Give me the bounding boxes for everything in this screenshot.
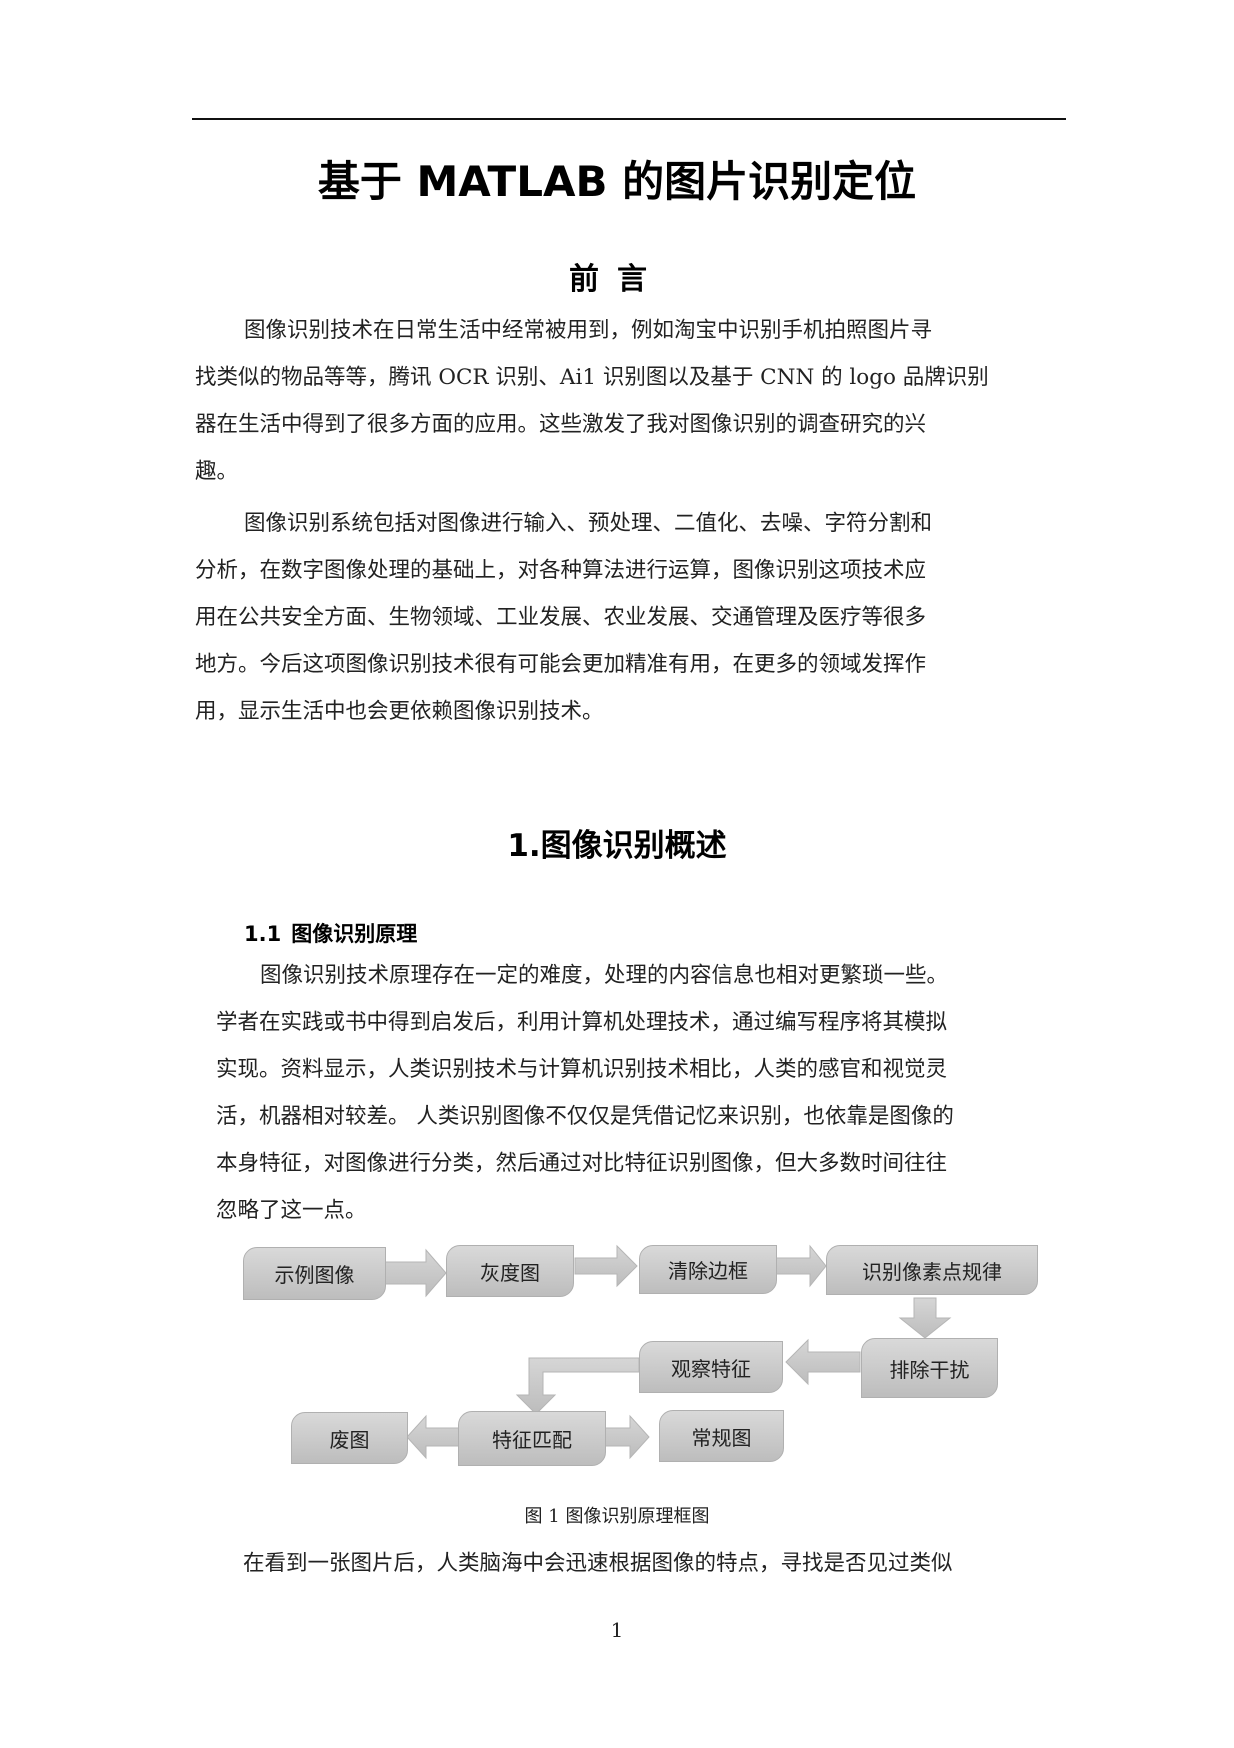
flow-node-remove-noise: 排除干扰 xyxy=(861,1338,998,1398)
arrow-left-icon xyxy=(785,1338,861,1386)
text-line: 找类似的物品等等，腾讯 OCR 识别、Ai1 识别图以及基于 CNN 的 log… xyxy=(195,365,989,390)
text-line: 器在生活中得到了很多方面的应用。这些激发了我对图像识别的调查研究的兴 xyxy=(195,412,927,437)
document-title: 基于 MATLAB 的图片识别定位 xyxy=(317,157,917,206)
arrow-right-icon xyxy=(775,1244,827,1288)
flow-node-sample-image: 示例图像 xyxy=(243,1247,386,1300)
flow-node-regular-image: 常规图 xyxy=(659,1410,784,1462)
arrow-right-icon xyxy=(574,1244,638,1288)
flow-node-waste-image: 废图 xyxy=(291,1412,408,1464)
figure-caption: 图 1 图像识别原理框图 xyxy=(524,1506,710,1527)
subsection-heading-1-1: 1.1 图像识别原理 xyxy=(244,918,417,948)
flow-node-grayscale: 灰度图 xyxy=(446,1245,574,1297)
text-line: 学者在实践或书中得到启发后，利用计算机处理技术，通过编写程序将其模拟 xyxy=(216,1010,948,1035)
preface-paragraph-1: 图像识别技术在日常生活中经常被用到，例如淘宝中识别手机拍照图片寻 找类似的物品等… xyxy=(195,307,989,495)
flow-node-pixel-pattern: 识别像素点规律 xyxy=(826,1245,1038,1295)
continuation-text-line: 在看到一张图片后，人类脑海中会迅速根据图像的特点，寻找是否见过类似 xyxy=(243,1551,953,1576)
section-heading-1: 1.图像识别概述 xyxy=(507,828,727,864)
flow-node-clear-border: 清除边框 xyxy=(639,1245,777,1294)
page-number: 1 xyxy=(610,1618,624,1642)
header-rule xyxy=(192,118,1066,120)
text-line: 地方。今后这项图像识别技术很有可能会更加精准有用，在更多的领域发挥作 xyxy=(195,652,927,677)
text-line: 忽略了这一点。 xyxy=(216,1198,367,1223)
arrow-left-icon xyxy=(406,1414,465,1460)
text-line: 图像识别系统包括对图像进行输入、预处理、二值化、去噪、字符分割和 xyxy=(244,511,933,536)
subsection-number: 1.1 xyxy=(244,922,282,946)
text-line: 趣。 xyxy=(195,459,239,484)
preface-heading: 前言 xyxy=(569,262,665,297)
text-line: 图像识别技术在日常生活中经常被用到，例如淘宝中识别手机拍照图片寻 xyxy=(244,318,933,343)
text-line: 图像识别技术原理存在一定的难度，处理的内容信息也相对更繁琐一些。 xyxy=(260,963,949,988)
text-line: 分析，在数字图像处理的基础上，对各种算法进行运算，图像识别这项技术应 xyxy=(195,558,927,583)
arrow-right-icon xyxy=(383,1248,447,1298)
arrow-down-icon xyxy=(898,1297,952,1339)
text-line: 用在公共安全方面、生物领域、工业发展、农业发展、交通管理及医疗等很多 xyxy=(195,605,927,630)
arrow-right-icon xyxy=(604,1414,650,1460)
flow-node-feature-match: 特征匹配 xyxy=(458,1411,606,1466)
subsection-paragraph: 图像识别技术原理存在一定的难度，处理的内容信息也相对更繁琐一些。 学者在实践或书… xyxy=(216,952,954,1234)
preface-paragraph-2: 图像识别系统包括对图像进行输入、预处理、二值化、去噪、字符分割和 分析，在数字图… xyxy=(195,500,932,735)
text-line: 实现。资料显示，人类识别技术与计算机识别技术相比，人类的感官和视觉灵 xyxy=(216,1057,948,1082)
arrow-elbow-down-icon xyxy=(515,1357,640,1415)
subsection-title: 图像识别原理 xyxy=(291,922,418,946)
text-line: 活，机器相对较差。 人类识别图像不仅仅是凭借记忆来识别，也依靠是图像的 xyxy=(216,1104,954,1129)
text-line: 本身特征，对图像进行分类，然后通过对比特征识别图像，但大多数时间往往 xyxy=(216,1151,948,1176)
text-line: 用，显示生活中也会更依赖图像识别技术。 xyxy=(195,699,604,724)
flow-node-observe-features: 观察特征 xyxy=(639,1341,783,1393)
